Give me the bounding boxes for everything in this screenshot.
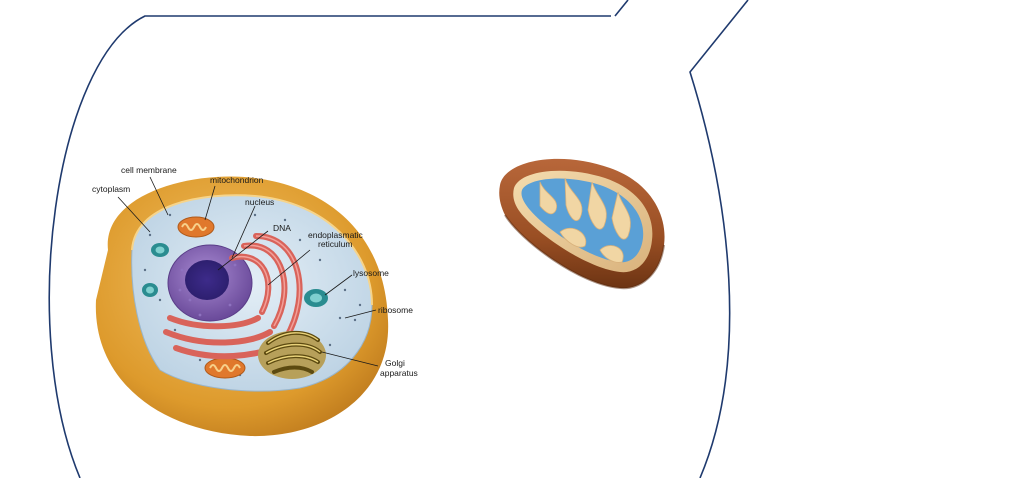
- label-cytoplasm: cytoplasm: [92, 184, 130, 194]
- mitochondrion-closeup-illustration: [495, 150, 670, 300]
- label-endoplasmatic-line2: reticulum: [318, 239, 352, 249]
- label-golgi-line1: Golgi: [385, 358, 405, 368]
- label-ribosome: ribosome: [378, 305, 413, 315]
- label-dna: DNA: [273, 223, 291, 233]
- dna-nucleolus: [185, 260, 229, 300]
- lysosome-organelle: [304, 289, 328, 307]
- label-cell-membrane: cell membrane: [121, 165, 177, 175]
- animal-cell-illustration: [96, 177, 388, 437]
- label-nucleus: nucleus: [245, 197, 274, 207]
- label-lysosome: lysosome: [353, 268, 389, 278]
- label-mitochondrion: mitochondrion: [210, 175, 264, 185]
- golgi-apparatus-organelle: [258, 331, 326, 379]
- label-golgi-line2: apparatus: [380, 368, 418, 378]
- mitochondrion-organelle: [178, 217, 214, 237]
